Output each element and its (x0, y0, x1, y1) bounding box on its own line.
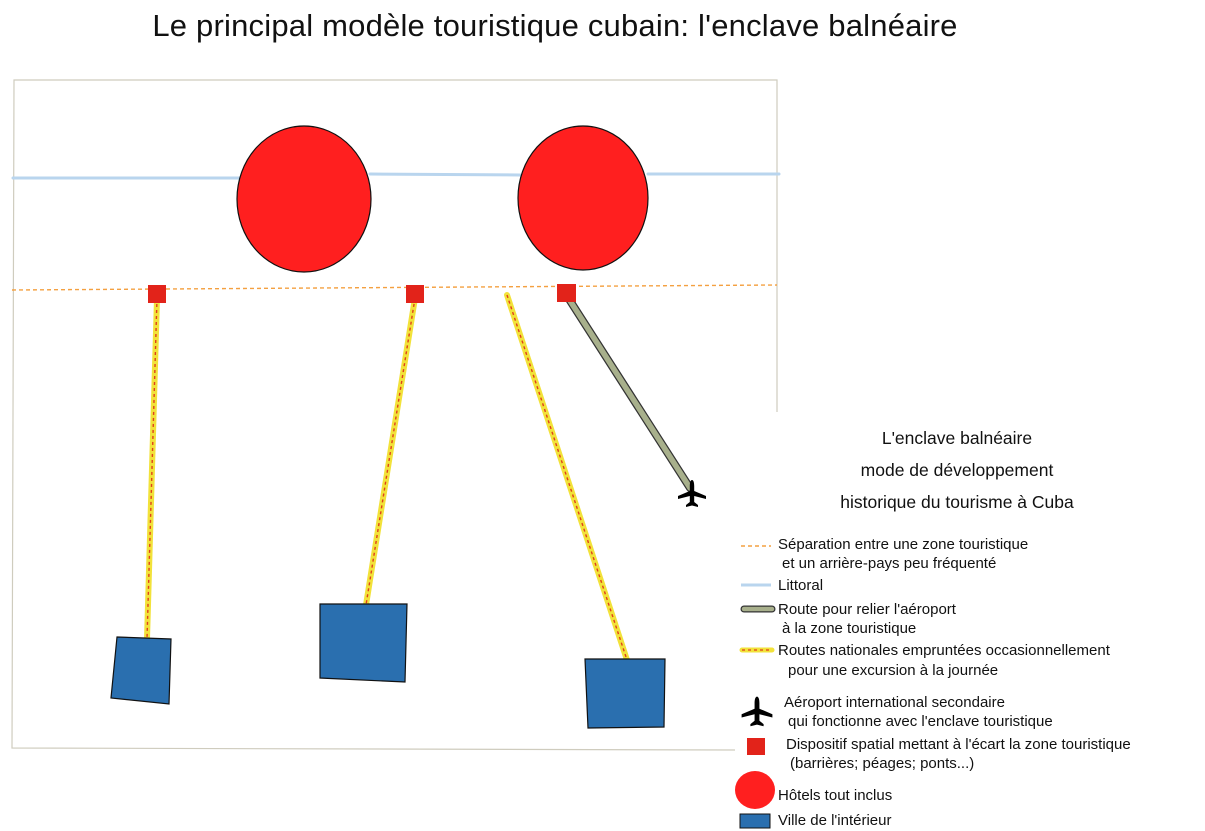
hotel-circle (236, 125, 372, 273)
airport-road (563, 292, 694, 492)
barrier-square (557, 284, 576, 302)
legend-title-line2: mode de développement (860, 460, 1054, 480)
separation-line (11, 284, 778, 291)
national-road (504, 292, 630, 663)
legend-town-swatch (739, 813, 771, 829)
littoral-line (11, 172, 781, 180)
national-road (144, 295, 160, 642)
legend-national-road-label-2: pour une excursion à la journée (788, 662, 999, 679)
airplane-icon (678, 480, 706, 507)
legend-national-road-label: Routes nationales empruntées occasionnel… (778, 642, 1110, 659)
diagram-title: Le principal modèle touristique cubain: … (152, 8, 958, 43)
legend-separation-label-2: et un arrière-pays peu fréquenté (782, 555, 997, 572)
town-square (584, 658, 666, 729)
legend-airport-label: Aéroport international secondaire (784, 694, 1005, 711)
barrier-square (148, 285, 166, 303)
town-square (110, 636, 172, 705)
legend-littoral-label: Littoral (778, 577, 824, 594)
barrier-square (406, 285, 424, 303)
legend-barrier-label-2: (barrières; péages; ponts...) (790, 755, 975, 772)
hotel-circle (517, 125, 649, 271)
legend-airplane-icon (741, 696, 773, 727)
legend-barrier-swatch (747, 738, 765, 755)
legend-airport-road-label-2: à la zone touristique (782, 620, 917, 637)
town-square (319, 603, 408, 683)
legend-separation-label: Séparation entre une zone touristique (778, 536, 1029, 553)
legend-barrier-label: Dispositif spatial mettant à l'écart la … (786, 736, 1131, 753)
legend-airport-road-label: Route pour relier l'aéroport (778, 601, 956, 618)
legend-airport-label-2: qui fonctionne avec l'enclave touristiqu… (788, 713, 1053, 730)
legend-hotel-swatch (735, 771, 775, 809)
legend-title-line3: historique du tourisme à Cuba (840, 492, 1074, 512)
legend-title-line1: L'enclave balnéaire (881, 428, 1033, 448)
legend-hotel-label: Hôtels tout inclus (778, 787, 893, 804)
national-road (363, 295, 418, 608)
map-frame (11, 79, 778, 751)
legend-town-label: Ville de l'intérieur (778, 812, 892, 829)
